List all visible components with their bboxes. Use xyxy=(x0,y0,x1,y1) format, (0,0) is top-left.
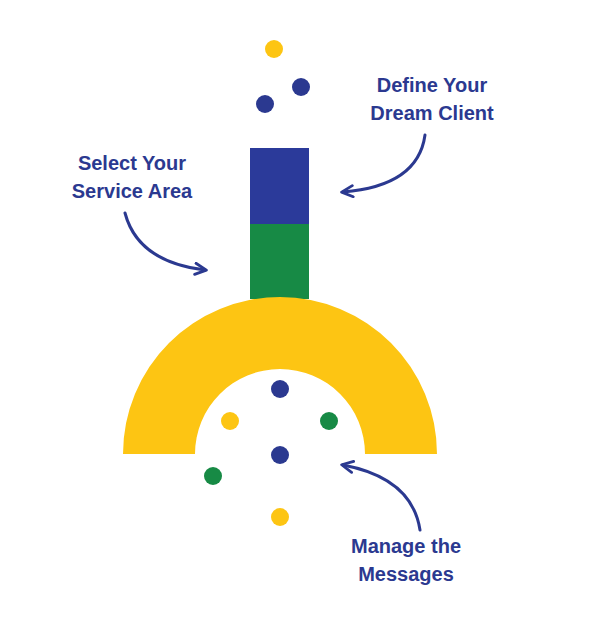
callout-label: Select Your Service Area xyxy=(57,149,207,205)
green-block xyxy=(250,224,309,299)
callout-label: Manage the Messages xyxy=(331,532,481,588)
callout-label: Define Your Dream Client xyxy=(357,71,507,127)
yellow-dot xyxy=(221,412,239,430)
leader-arrow xyxy=(343,465,420,530)
yellow-dot xyxy=(271,508,289,526)
blue-dot xyxy=(271,446,289,464)
blue-block xyxy=(250,148,309,225)
yellow-dot xyxy=(265,40,283,58)
blue-dot xyxy=(256,95,274,113)
green-dot xyxy=(204,467,222,485)
leader-arrow xyxy=(125,213,205,270)
blue-dot xyxy=(271,380,289,398)
yellow-arch xyxy=(123,297,437,454)
green-dot xyxy=(320,412,338,430)
leader-arrow xyxy=(343,135,425,192)
blue-dot xyxy=(292,78,310,96)
